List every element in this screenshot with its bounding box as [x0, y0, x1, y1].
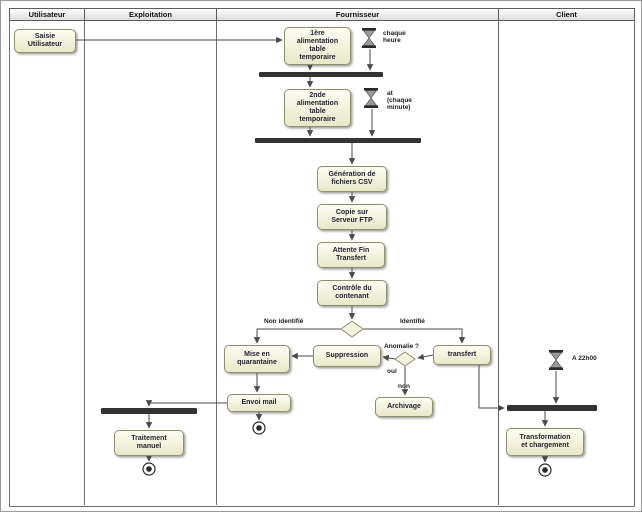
edge-label-oui: oui — [387, 368, 397, 375]
edge-label-non-identifie: Non identifié — [264, 318, 304, 325]
lane-divider-1 — [84, 20, 85, 505]
activity-traitement-manuel: Traitement manuel — [114, 430, 184, 456]
join-bar-exploitation — [101, 408, 197, 414]
activity-generation-csv: Génération de fichiers CSV — [317, 166, 387, 192]
join-bar-client — [507, 405, 597, 411]
edge-transfert-to-join-client — [478, 365, 505, 412]
activity-alimentation-1: 1ère alimentation table temporaire — [284, 27, 351, 65]
edge-decision1-to-transfert — [363, 328, 466, 344]
decision-diamond-anomalie — [394, 351, 416, 367]
swimlane-header-fournisseur: Fournisseur — [216, 8, 499, 21]
activity-transformation-chargement: Transformation et chargement — [506, 428, 584, 456]
final-node-exploitation — [142, 462, 156, 476]
timer-icon-chaque-minute — [364, 88, 378, 108]
edge-transfert-to-anomalie — [417, 353, 434, 361]
swimlane-header-exploitation: Exploitation — [84, 8, 217, 21]
activity-envoi-mail: Envoi mail — [227, 394, 291, 412]
edge-anomalie-oui-to-suppression — [382, 354, 396, 362]
edge-label-non: non — [398, 383, 410, 390]
final-node-client — [538, 463, 552, 477]
timer-label-22h00: A 22h00 — [572, 355, 597, 362]
activity-attente-fin-transfert: Attente Fin Transfert — [317, 242, 385, 268]
timer-icon-chaque-heure — [362, 28, 376, 48]
lane-divider-2 — [216, 20, 217, 505]
decision-diamond-identification — [340, 320, 364, 338]
activity-alimentation-2: 2nde alimentation table temporaire — [284, 89, 351, 127]
final-node-fournisseur — [252, 421, 266, 435]
timer-label-chaque-minute: at (chaque minute) — [387, 90, 412, 111]
lane-divider-3 — [498, 20, 499, 505]
activity-archivage: Archivage — [375, 397, 433, 417]
activity-controle-contenant: Contrôle du contenant — [317, 280, 387, 306]
fork-bar-2 — [255, 138, 421, 143]
edge-envoi-to-join-exploitation — [145, 400, 227, 407]
swimlane-header-client: Client — [498, 8, 635, 21]
activity-transfert: transfert — [433, 345, 491, 365]
timer-label-chaque-heure: chaque heure — [383, 30, 406, 44]
activity-copie-ftp: Copie sur Serveur FTP — [317, 204, 387, 230]
edge-label-anomalie: Anomalie ? — [384, 343, 420, 350]
edge-label-identifie: Identifié — [400, 318, 425, 325]
activity-mise-en-quarantaine: Mise en quarantaine — [224, 345, 290, 373]
fork-bar-1 — [259, 72, 383, 77]
edge-decision1-to-quarantaine — [253, 328, 341, 344]
activity-suppression: Suppression — [313, 345, 381, 367]
timer-icon-22h00 — [549, 350, 563, 370]
swimlane-header-utilisateur: Utilisateur — [9, 8, 85, 21]
activity-saisie-utilisateur: Saisie Utilisateur — [14, 29, 76, 53]
